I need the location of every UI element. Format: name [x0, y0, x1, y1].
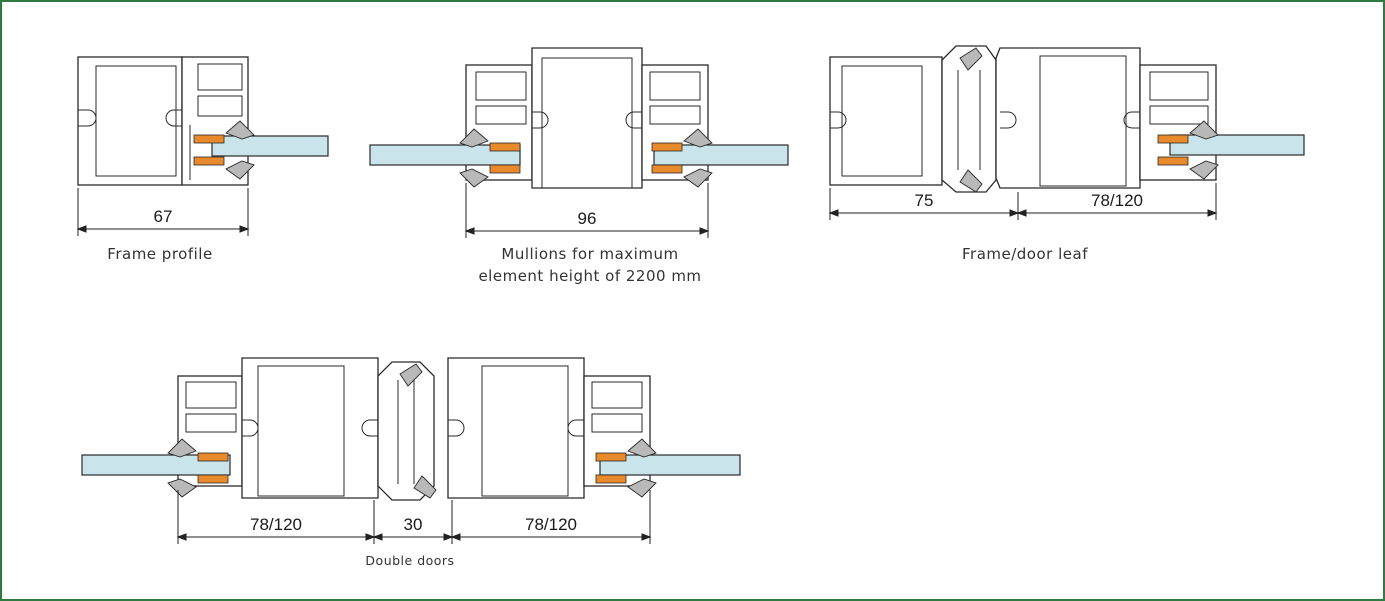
dimension-label: 78/120 — [525, 515, 577, 534]
frame-profile-caption: Frame profile — [107, 245, 213, 263]
dimension-67 — [76, 188, 250, 236]
dimension-label: 78/120 — [1091, 191, 1143, 210]
frame-door-leaf-section: 75 78/120 — [828, 45, 1305, 220]
dimension-label: 30 — [404, 515, 423, 534]
dimensions-frame-leaf — [828, 183, 1218, 220]
dimension-label: 96 — [578, 209, 597, 228]
dimension-label: 75 — [915, 191, 934, 210]
mullions-caption-line1: Mullions for maximum — [501, 245, 679, 263]
dimension-96 — [464, 183, 710, 238]
dimension-label: 67 — [154, 207, 173, 226]
double-doors-caption: Double doors — [365, 553, 455, 568]
mullion-section: 96 — [369, 47, 789, 238]
double-doors-section: 78/120 30 78/120 — [81, 357, 741, 544]
mullions-caption-line2: element height of 2200 mm — [478, 267, 702, 285]
frame-door-leaf-caption: Frame/door leaf — [962, 245, 1088, 263]
dimensions-double-doors — [176, 490, 652, 544]
frame-profile-section: 67 — [76, 56, 329, 236]
dimension-label: 78/120 — [250, 515, 302, 534]
